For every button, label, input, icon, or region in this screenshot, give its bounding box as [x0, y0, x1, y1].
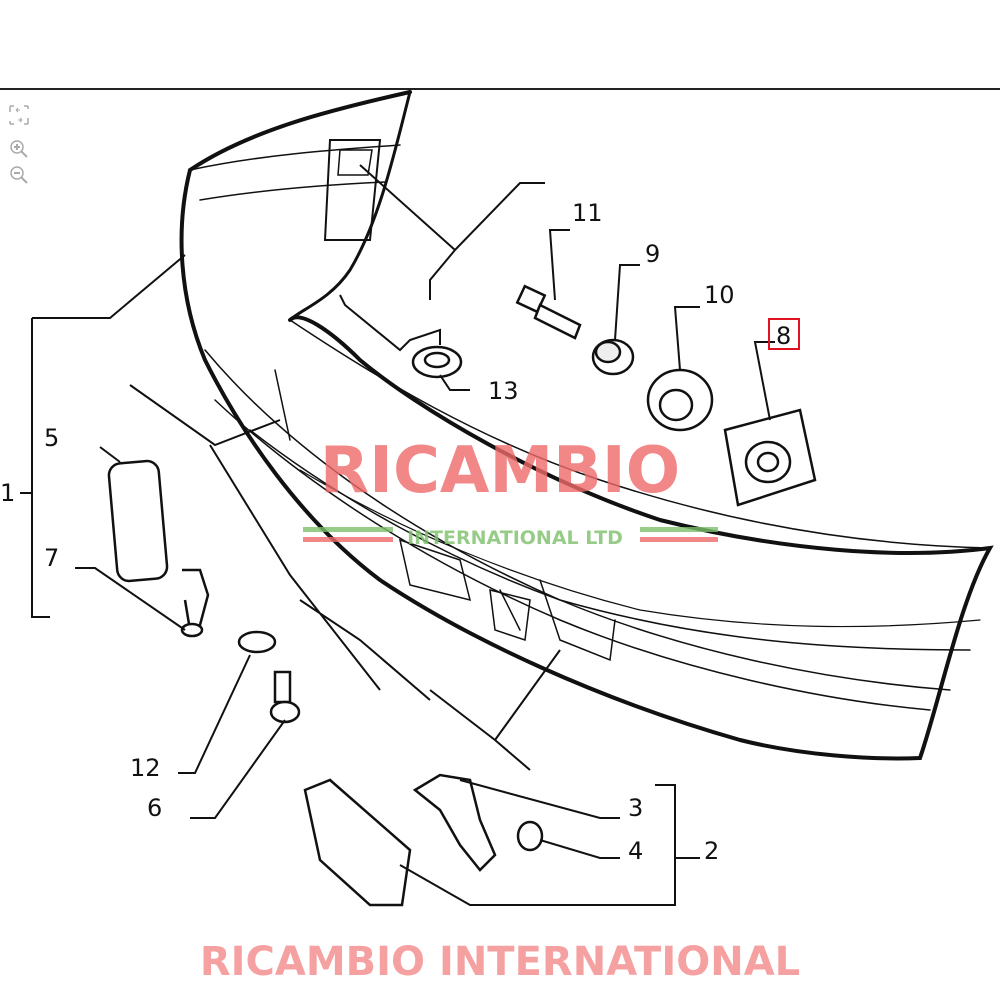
callout-11: 11 [572, 199, 603, 227]
part-9-cap [591, 338, 635, 376]
callout-6: 6 [147, 794, 162, 822]
part-12-washer [237, 630, 277, 654]
watermark-sub: INTERNATIONAL LTD [407, 527, 623, 549]
part-6-screw [269, 670, 301, 724]
callout-5: 5 [44, 424, 59, 452]
callout-12: 12 [130, 754, 161, 782]
parts-drawings [107, 284, 817, 907]
watermark-diagonal: RICAMBIO INTERNATIONAL [200, 939, 800, 985]
callout-9: 9 [645, 240, 660, 268]
callout-2: 2 [704, 837, 719, 865]
callout-4: 4 [628, 837, 643, 865]
part-8-clip [723, 408, 817, 507]
part-4-nut [516, 820, 544, 852]
bumper-drawing [179, 90, 994, 761]
viewer-top-border [0, 88, 1000, 90]
watermark-main: RICAMBIO [320, 434, 680, 508]
callout-10: 10 [704, 281, 735, 309]
callout-13: 13 [488, 377, 519, 405]
watermark: RICAMBIO INTERNATIONAL LTD RICAMBIO INTE… [200, 434, 800, 985]
zoom-in-icon[interactable] [8, 138, 30, 160]
part-10-nut [646, 368, 714, 432]
callout-labels: 11 9 10 8 13 5 1 7 12 6 3 4 2 [0, 199, 800, 865]
part-7-lamp [180, 568, 210, 638]
part-11-bolt [515, 284, 582, 340]
part-2-cover [303, 778, 412, 907]
callout-3: 3 [628, 794, 643, 822]
part-3-bracket [412, 773, 497, 872]
callout-7: 7 [44, 544, 59, 572]
fit-page-icon[interactable] [8, 104, 30, 126]
zoom-out-icon[interactable] [8, 164, 30, 186]
callout-1: 1 [0, 479, 15, 507]
part-5-pad [107, 459, 169, 583]
highlight-box-8 [768, 318, 800, 350]
leader-lines [20, 164, 775, 906]
callout-8: 8 [776, 322, 791, 350]
part-13-grommet [411, 345, 463, 379]
